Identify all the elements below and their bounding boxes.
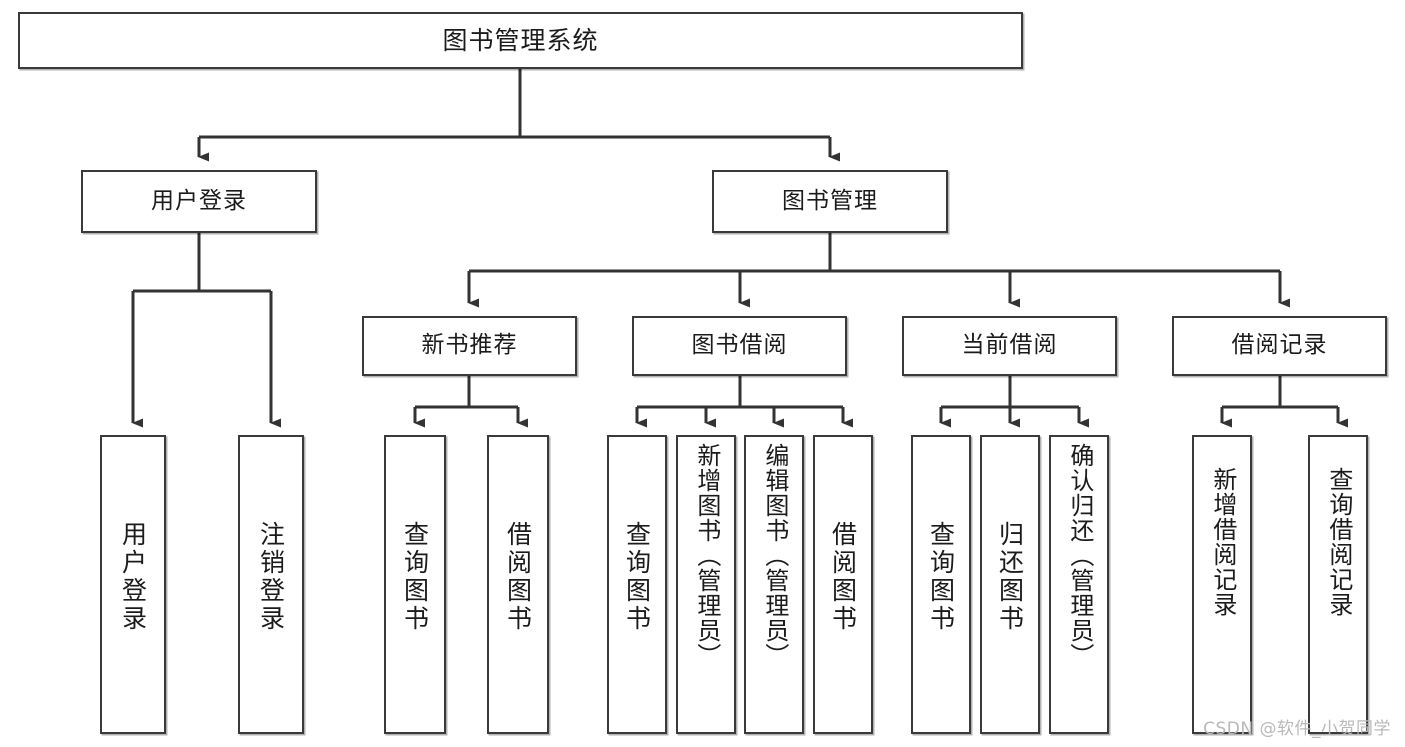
node-book-manage[interactable]: 图书管理 — [712, 170, 948, 233]
node-root[interactable]: 图书管理系统 — [18, 12, 1023, 69]
node-leaf-return-book-label: 归还图书 — [995, 521, 1025, 633]
node-book-borrow[interactable]: 图书借阅 — [632, 316, 847, 376]
node-leaf-query-book-2-label: 查询图书 — [622, 521, 652, 633]
node-current-borrow-label: 当前借阅 — [961, 332, 1058, 359]
node-leaf-add-record[interactable]: 新增借阅记录 — [1192, 435, 1252, 734]
node-leaf-add-book[interactable]: 新增图书（管理员） — [676, 435, 736, 734]
node-book-borrow-label: 图书借阅 — [691, 332, 788, 359]
node-leaf-borrow-book-2-label: 借阅图书 — [828, 521, 858, 633]
node-leaf-borrow-book-1[interactable]: 借阅图书 — [487, 435, 549, 734]
node-leaf-add-record-label: 新增借阅记录 — [1208, 467, 1237, 617]
node-leaf-user-login-label: 用户登录 — [118, 521, 148, 633]
node-leaf-edit-book[interactable]: 编辑图书（管理员） — [744, 435, 804, 734]
node-leaf-user-login[interactable]: 用户登录 — [100, 435, 166, 734]
node-leaf-borrow-book-1-label: 借阅图书 — [503, 521, 533, 633]
node-borrow-record-label: 借阅记录 — [1231, 332, 1328, 359]
node-leaf-query-book-3-label: 查询图书 — [926, 521, 956, 633]
node-leaf-query-book-1[interactable]: 查询图书 — [384, 435, 446, 734]
node-new-book-rec[interactable]: 新书推荐 — [362, 316, 577, 376]
node-leaf-query-book-1-label: 查询图书 — [400, 521, 430, 633]
node-new-book-rec-label: 新书推荐 — [421, 332, 518, 359]
node-leaf-query-book-2[interactable]: 查询图书 — [607, 435, 667, 734]
node-borrow-record[interactable]: 借阅记录 — [1172, 316, 1387, 376]
node-leaf-return-book[interactable]: 归还图书 — [980, 435, 1040, 734]
node-leaf-query-record[interactable]: 查询借阅记录 — [1308, 435, 1368, 734]
node-leaf-borrow-book-2[interactable]: 借阅图书 — [813, 435, 873, 734]
node-leaf-confirm-return[interactable]: 确认归还（管理员） — [1049, 435, 1109, 734]
node-leaf-edit-book-label: 编辑图书（管理员） — [760, 443, 789, 668]
node-leaf-logout[interactable]: 注销登录 — [238, 435, 304, 734]
node-leaf-add-book-label: 新增图书（管理员） — [692, 443, 721, 668]
node-root-label: 图书管理系统 — [442, 25, 599, 55]
node-user-login-label: 用户登录 — [151, 187, 247, 214]
node-leaf-query-record-label: 查询借阅记录 — [1324, 467, 1353, 617]
node-user-login[interactable]: 用户登录 — [81, 170, 317, 233]
node-leaf-confirm-return-label: 确认归还（管理员） — [1065, 443, 1094, 668]
watermark-text: CSDN @软件_小贺同学 — [1203, 719, 1391, 739]
node-leaf-query-book-3[interactable]: 查询图书 — [911, 435, 971, 734]
node-leaf-logout-label: 注销登录 — [256, 521, 286, 633]
node-book-manage-label: 图书管理 — [782, 187, 878, 214]
node-current-borrow[interactable]: 当前借阅 — [902, 316, 1117, 376]
